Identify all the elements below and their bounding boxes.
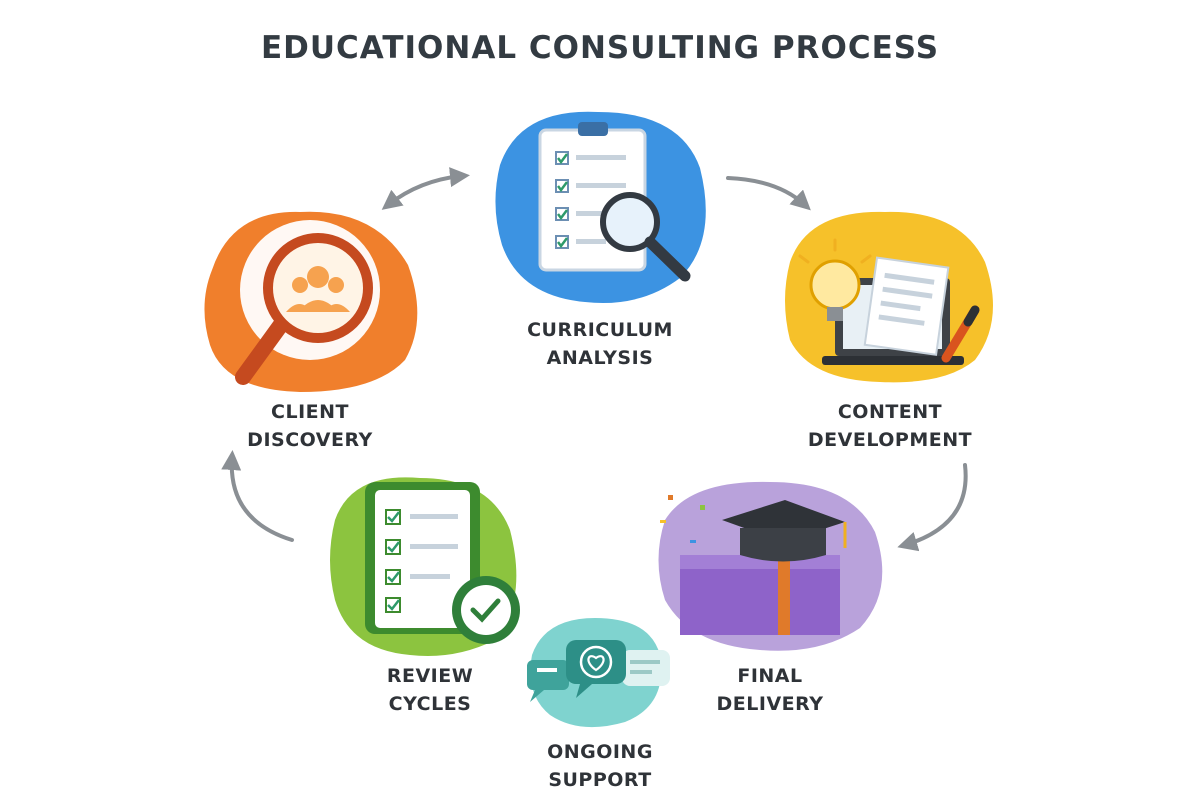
label-ongoing-support-line2: SUPPORT [548, 769, 652, 791]
label-content-development-line1: CONTENT [837, 401, 943, 423]
step-final-delivery [658, 481, 883, 651]
step-review-cycles [330, 477, 520, 656]
label-review-cycles: REVIEW CYCLES [355, 662, 505, 718]
diagram-title: EDUCATIONAL CONSULTING PROCESS [260, 30, 940, 66]
label-final-delivery-line1: FINAL [737, 665, 803, 687]
step-ongoing-support [527, 618, 670, 728]
cycle-arrows [221, 167, 968, 552]
label-content-development-line2: DEVELOPMENT [807, 429, 973, 451]
step-client-discovery [204, 211, 418, 392]
label-ongoing-support: ONGOING SUPPORT [515, 738, 685, 794]
label-client-discovery-line2: DISCOVERY [247, 429, 373, 451]
arrow-development-to-delivery [897, 463, 968, 552]
label-final-delivery-line2: DELIVERY [716, 693, 824, 715]
label-curriculum-analysis-line2: ANALYSIS [546, 347, 654, 369]
magnifier-people-icon [235, 220, 380, 385]
label-curriculum-analysis: CURRICULUM ANALYSIS [505, 316, 695, 372]
label-ongoing-support-line1: ONGOING [547, 741, 653, 763]
label-client-discovery-line1: CLIENT [271, 401, 349, 423]
arrow-analysis-to-development [726, 176, 811, 211]
arrow-review-to-discovery [221, 450, 294, 542]
label-content-development: CONTENT DEVELOPMENT [790, 398, 990, 454]
arrow-discovery-to-analysis [381, 167, 470, 210]
step-curriculum-analysis [495, 111, 706, 303]
checklist-clock-icon [365, 482, 520, 644]
chat-heart-icon [527, 640, 670, 702]
label-review-cycles-line2: CYCLES [388, 693, 472, 715]
lightbulb-laptop-icon [798, 238, 980, 365]
label-curriculum-analysis-line1: CURRICULUM [527, 319, 673, 341]
clipboard-magnifier-icon [538, 122, 691, 282]
label-review-cycles-line1: REVIEW [386, 665, 474, 687]
label-final-delivery: FINAL DELIVERY [690, 662, 850, 718]
step-content-development [785, 211, 993, 383]
label-client-discovery: CLIENT DISCOVERY [230, 398, 390, 454]
gift-graduation-cap-icon [660, 495, 847, 635]
